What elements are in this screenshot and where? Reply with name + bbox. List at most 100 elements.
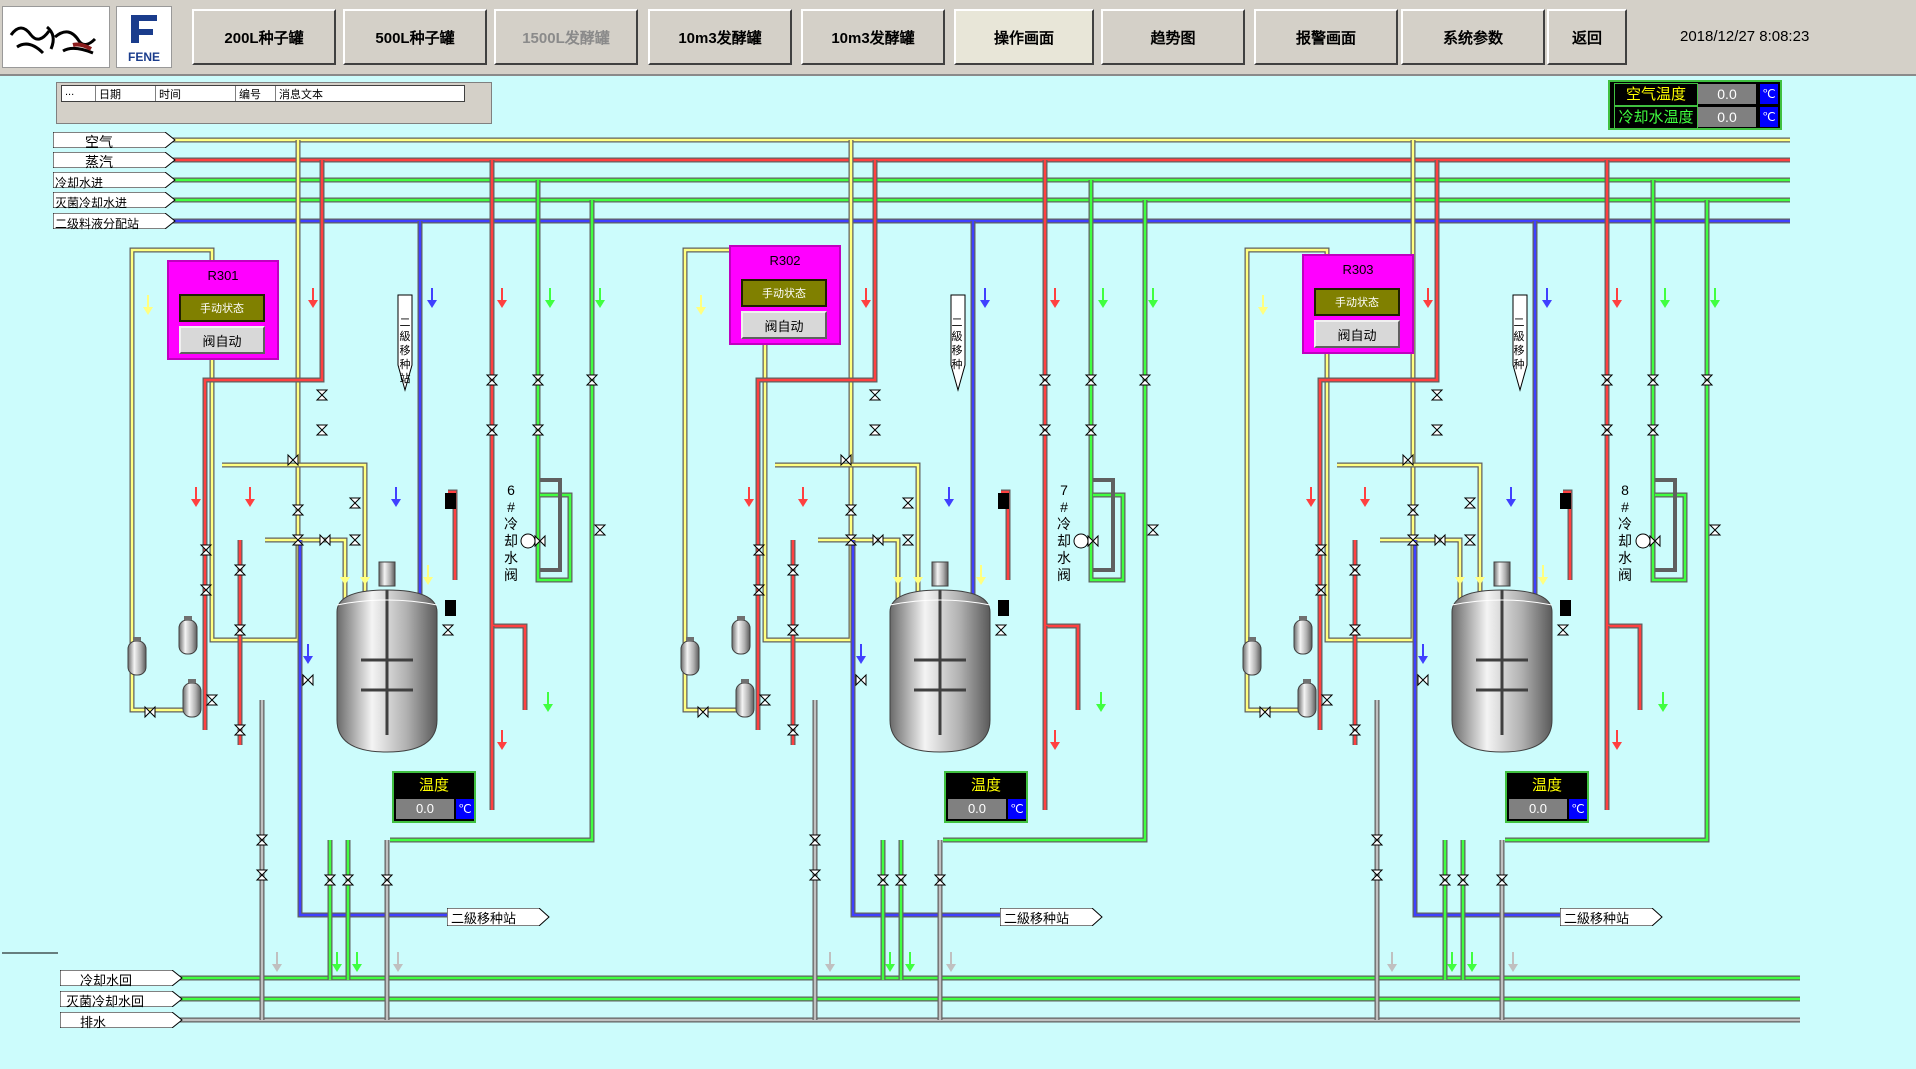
valve-2-7 [1600, 424, 1614, 436]
arrow-air2-2 [1455, 577, 1465, 585]
arrow-cool4-2 [1447, 964, 1457, 972]
steam-loop-0 [448, 490, 457, 580]
valve-1-18 [808, 834, 822, 846]
valve-0-9 [531, 424, 545, 436]
valve-auto-button-0[interactable]: 阀自动 [179, 326, 265, 354]
header-label-text-4: 二级料液分配站 [55, 217, 140, 231]
transfer-feed-2 [1507, 221, 1538, 710]
air-temp-value: 0.0 [1698, 84, 1756, 104]
nav-button-1[interactable]: 500L种子罐 [343, 9, 487, 65]
seed-station-label-text-0: 二級移种站 [399, 317, 411, 385]
cooling-in-2 [1650, 180, 1688, 583]
valve-2-12 [1314, 544, 1328, 556]
arrow-transfer2-0 [391, 499, 401, 507]
hvalve-1-2 [855, 673, 867, 687]
arrow-drain-1 [825, 964, 835, 972]
filter-a-2 [1242, 637, 1262, 676]
valve-1-12 [752, 544, 766, 556]
valve-auto-button-1[interactable]: 阀自动 [741, 311, 827, 339]
valve-1-7 [1038, 424, 1052, 436]
valve-2-18 [1370, 834, 1384, 846]
reactor-id-2: R303 [1342, 262, 1374, 277]
valve-auto-button-2[interactable]: 阀自动 [1314, 320, 1400, 348]
alarm-col-id[interactable]: 编号 [236, 86, 276, 101]
arrow-steam2-1 [1050, 300, 1060, 308]
nav-button-8[interactable]: 系统参数 [1401, 9, 1545, 65]
valve-1-13 [752, 584, 766, 596]
footer-label-text-2: 排水 [80, 1015, 107, 1030]
arrow-steam3-1 [744, 499, 754, 507]
reactor-temp-unit-2: ℃ [1569, 799, 1587, 819]
reactor-tank-2 [1451, 561, 1553, 753]
valve-2-22 [1495, 874, 1509, 886]
water-temp-label: 冷却水温度 [1614, 106, 1698, 129]
air-feed-1 [683, 140, 853, 712]
nav-button-7[interactable]: 报警画面 [1254, 9, 1398, 65]
steam-jacket-0 [489, 160, 528, 710]
air-branch-0 [265, 538, 347, 700]
alarm-message-table[interactable]: ... 日期 时间 编号 消息文本 [56, 82, 492, 124]
valve-0-23 [441, 624, 455, 636]
transfer-station-text-0: 二級移种站 [451, 911, 517, 926]
reactor-id-0: R301 [207, 268, 239, 283]
nav-button-2[interactable]: 1500L发酵罐 [494, 9, 638, 65]
control-valve-actuator-0 [520, 533, 536, 549]
arrow-cool-0 [545, 300, 555, 308]
steam-feed-2 [1318, 160, 1439, 730]
valve-1-20 [876, 874, 890, 886]
nav-button-0[interactable]: 200L种子罐 [192, 9, 336, 65]
filter-a-0 [127, 637, 147, 676]
alarm-col-more[interactable]: ... [62, 86, 96, 101]
air-branch-1 [818, 537, 901, 700]
sterile-cooling-2 [1505, 200, 1709, 842]
fene-logo-text: FENE [128, 50, 160, 64]
nav-button-5[interactable]: 操作画面 [954, 9, 1094, 65]
transfer-feed-1 [946, 221, 975, 710]
alarm-col-time[interactable]: 时间 [156, 86, 236, 101]
manual-state-button-0[interactable]: 手动状态 [179, 294, 265, 322]
datetime-display: 2018/12/27 8:08:23 [1680, 28, 1810, 45]
alarm-col-date[interactable]: 日期 [96, 86, 156, 101]
alarm-col-message[interactable]: 消息文本 [279, 89, 323, 101]
air-manifold-1 [775, 462, 953, 603]
valve-1-19 [808, 869, 822, 881]
cooling-in-0 [535, 180, 573, 583]
water-temp-unit: ℃ [1760, 107, 1778, 127]
arrow-air2-1 [893, 577, 903, 585]
reactor-temp-value-2: 0.0 [1509, 799, 1567, 819]
arrow-steam5-1 [1050, 742, 1060, 750]
manual-state-button-1[interactable]: 手动状态 [741, 279, 827, 307]
nav-button-6[interactable]: 趋势图 [1101, 9, 1245, 65]
reactor-tank-1 [889, 561, 991, 753]
transfer-feed-1 [945, 221, 976, 710]
filter-b-2 [1293, 616, 1313, 655]
valve-0-7 [485, 424, 499, 436]
arrow-steam4-1 [798, 499, 808, 507]
valve-loop-2 [1655, 478, 1677, 572]
arrow-steam3-2 [1306, 499, 1316, 507]
hvalve-2-2 [1417, 673, 1429, 687]
valve-2-10 [1700, 374, 1714, 386]
arrow-drain2-2 [1508, 964, 1518, 972]
arrow-cool2-0 [595, 300, 605, 308]
transfer-station-text-2: 二級移种站 [1564, 911, 1630, 926]
arrow-air3-1 [913, 577, 923, 585]
steam-jacket-2 [1605, 160, 1642, 710]
arrow-cool5-1 [905, 964, 915, 972]
valve-2-3 [1406, 534, 1420, 546]
seed-station-label-2: 二級移种 [1511, 316, 1527, 372]
valve-2-6 [1600, 374, 1614, 386]
valve-0-6 [485, 374, 499, 386]
manual-state-button-2[interactable]: 手动状态 [1314, 288, 1400, 316]
nav-button-4[interactable]: 10m3发酵罐 [801, 9, 945, 65]
water-temp-value: 0.0 [1698, 107, 1756, 127]
steam-feed-2 [1317, 160, 1440, 730]
nav-button-9[interactable]: 返回 [1547, 9, 1627, 65]
arrow-cool3-2 [1658, 704, 1668, 712]
valve-2-1 [1430, 424, 1444, 436]
sensor-top-1 [998, 493, 1009, 509]
calligraphy-logo-icon [2, 6, 110, 68]
valve-0-3 [291, 534, 305, 546]
nav-button-3[interactable]: 10m3发酵罐 [648, 9, 792, 65]
valve-0-13 [199, 584, 213, 596]
